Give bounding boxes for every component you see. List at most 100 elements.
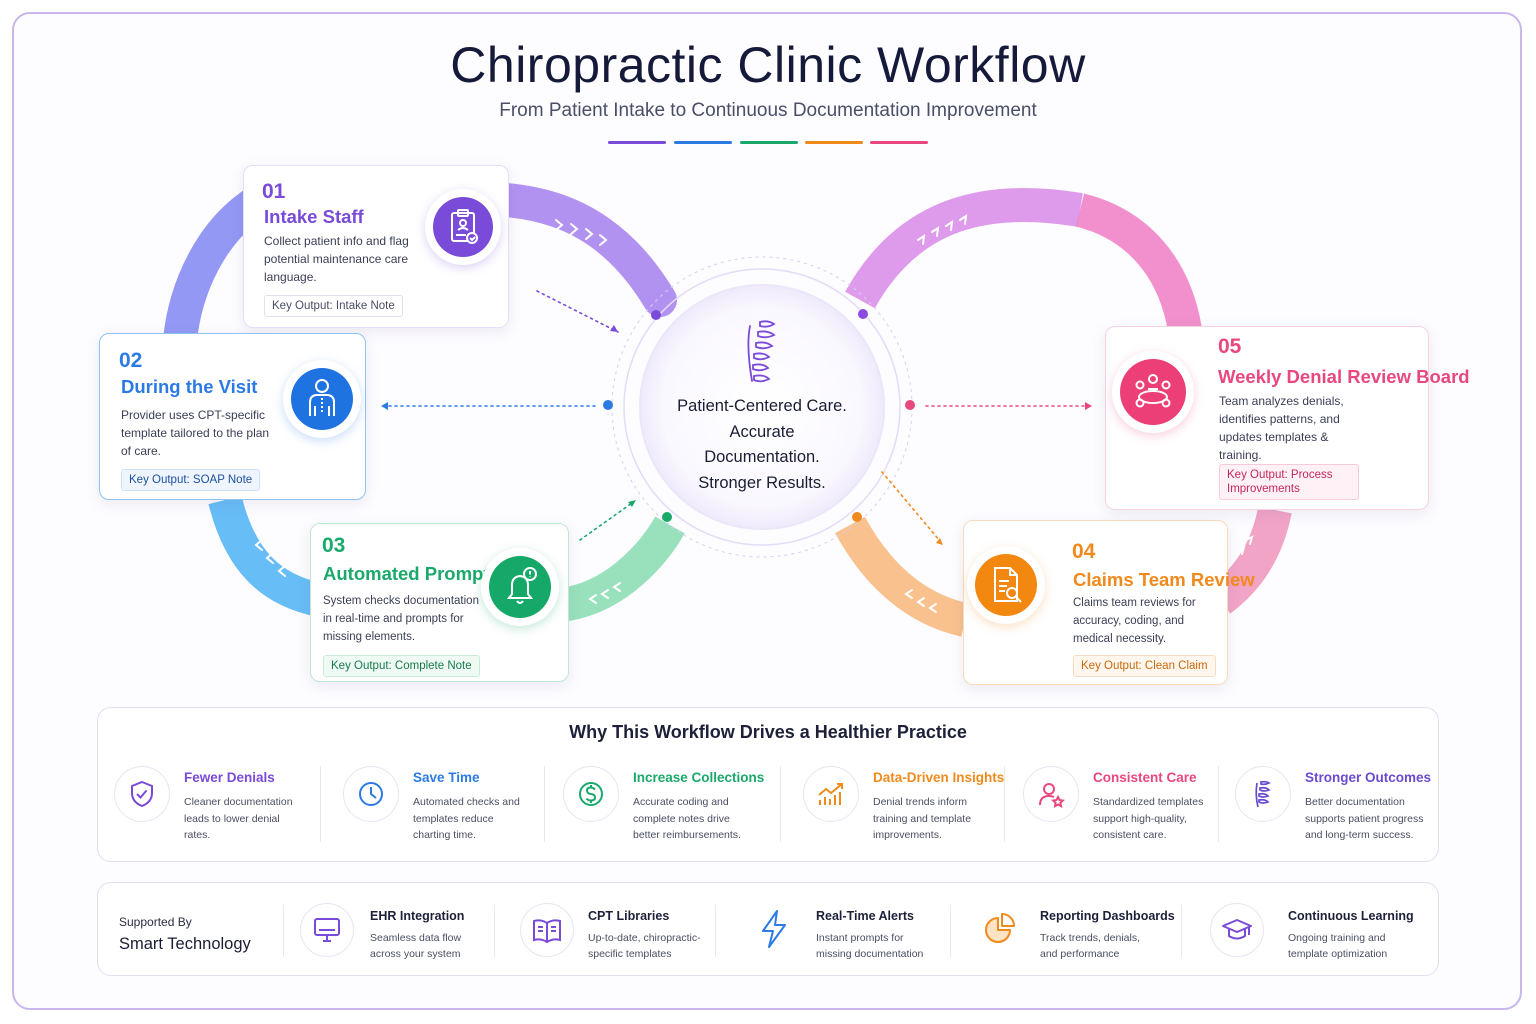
ring-dot-orange [852,512,862,522]
loop-chevron [917,233,926,245]
ring-dot-violet [858,309,868,319]
loop-chevron [585,228,594,240]
step-title: Claims Team Review [1073,569,1255,590]
ring-dot-blue [603,400,613,410]
ring-dot-green [662,512,672,522]
connector-arrowhead [610,325,618,332]
benefit-description: Standardized templates support high-qual… [1093,796,1204,841]
body-icon [283,360,361,438]
loop-arc-violet [845,187,1083,309]
bell-alert-icon [481,548,559,626]
benefits-panel: Why This Workflow Drives a Healthier Pra… [97,707,1439,862]
tech-separator [715,905,716,957]
step-number: 01 [262,180,286,203]
step-title: Weekly Denial Review Board [1218,366,1470,387]
clipboard-icon [425,189,501,265]
benefit-description: Accurate coding and complete notes drive… [633,796,741,841]
supported-by-label: Supported By [119,915,192,929]
tech-description: Track trends, denials, and performance [1040,932,1140,960]
tech-separator [1181,905,1182,957]
tech-name: EHR Integration [370,909,465,923]
center-ring-mid [623,268,901,546]
page-subtitle: From Patient Intake to Continuous Docume… [499,100,1037,121]
benefit-description: Better documentation supports patient pr… [1305,796,1424,841]
loop-arc-green [557,516,685,622]
graduation-cap-icon [1210,903,1264,957]
tech-name: Real-Time Alerts [816,909,914,923]
benefit-name: Increase Collections [633,770,765,785]
tech-name: CPT Libraries [588,909,670,923]
tech-name: Reporting Dashboards [1040,909,1175,923]
book-icon [520,903,574,957]
ring-dot-purple [651,310,661,320]
page-title: Chiropractic Clinic Workflow [450,37,1086,93]
loop-chevron [1245,535,1254,545]
step-number: 02 [119,349,143,372]
loop-chevron [612,582,621,592]
loop-chevron [254,539,263,551]
loop-chevron [916,597,925,607]
loop-chevron [600,589,609,599]
loop-arc-orange [835,516,970,637]
user-star-icon [1023,766,1079,822]
step-description: Collect patient info and flag potential … [264,234,409,284]
spine-icon [1235,766,1291,822]
loop-chevron [928,603,937,613]
benefit-description: Automated checks and templates reduce ch… [413,796,520,841]
tech-name: Continuous Learning [1288,909,1414,923]
loop-chevron [945,219,954,231]
center-statement: Patient-Centered Care. Accurate Document… [677,397,847,492]
benefit-name: Consistent Care [1093,770,1197,785]
tech-description: Up-to-date, chiropractic-specific templa… [588,932,701,960]
step-description: Team analyzes denials, identifies patter… [1219,394,1344,462]
loop-chevron [555,219,564,231]
divider-pink [870,141,928,144]
spine-icon [747,320,776,383]
benefit-separator [1218,766,1219,842]
benefit-separator [544,766,545,842]
key-output-badge: Key Output: Complete Note [323,655,480,677]
connector-arrowhead [936,538,943,545]
key-output-badge: Key Output: Process Improvements [1219,464,1359,500]
divider-green [740,141,798,144]
benefit-separator [1004,766,1005,842]
loop-chevron [588,594,597,604]
tech-separator [283,905,284,957]
tech-description: Instant prompts for missing documentatio… [816,932,924,960]
clock-icon [343,766,399,822]
benefit-separator [320,766,321,842]
loop-chevron [570,223,579,235]
tech-description: Seamless data flow across your system [370,932,462,960]
chart-trend-icon [803,766,859,822]
loop-chevron [1237,545,1246,555]
step-title: During the Visit [121,376,258,397]
loop-chevron [904,589,913,599]
ring-dot-pink [905,400,915,410]
shield-check-icon [114,766,170,822]
document-search-icon [967,546,1045,624]
key-output-badge: Key Output: SOAP Note [121,469,261,491]
step-number: 05 [1218,335,1242,358]
step-number: 04 [1072,540,1096,563]
tech-separator [494,905,495,957]
key-output-badge: Key Output: Clean Claim [1073,655,1216,677]
connector-arrowhead [628,500,636,507]
divider-purple [608,141,666,144]
step-description: Claims team reviews for accuracy, coding… [1073,597,1196,645]
step-number: 03 [322,534,346,557]
technology-panel: Supported By Smart Technology EHR Integr… [97,882,1439,976]
step-title: Automated Prompts [323,563,500,584]
loop-chevron [277,565,286,577]
key-output-badge: Key Output: Intake Note [264,295,403,317]
monitor-icon [300,903,354,957]
benefit-description: Cleaner documentation leads to lower den… [184,796,293,841]
benefit-name: Save Time [413,770,480,785]
connector-arrowhead [381,402,388,410]
meeting-icon [1112,351,1194,433]
loop-arc-pink-top [1075,193,1202,334]
connector-arrowhead [1085,402,1092,410]
loop-chevron [931,225,940,237]
pie-chart-icon [974,903,1026,955]
smart-technology-label: Smart Technology [119,935,251,953]
